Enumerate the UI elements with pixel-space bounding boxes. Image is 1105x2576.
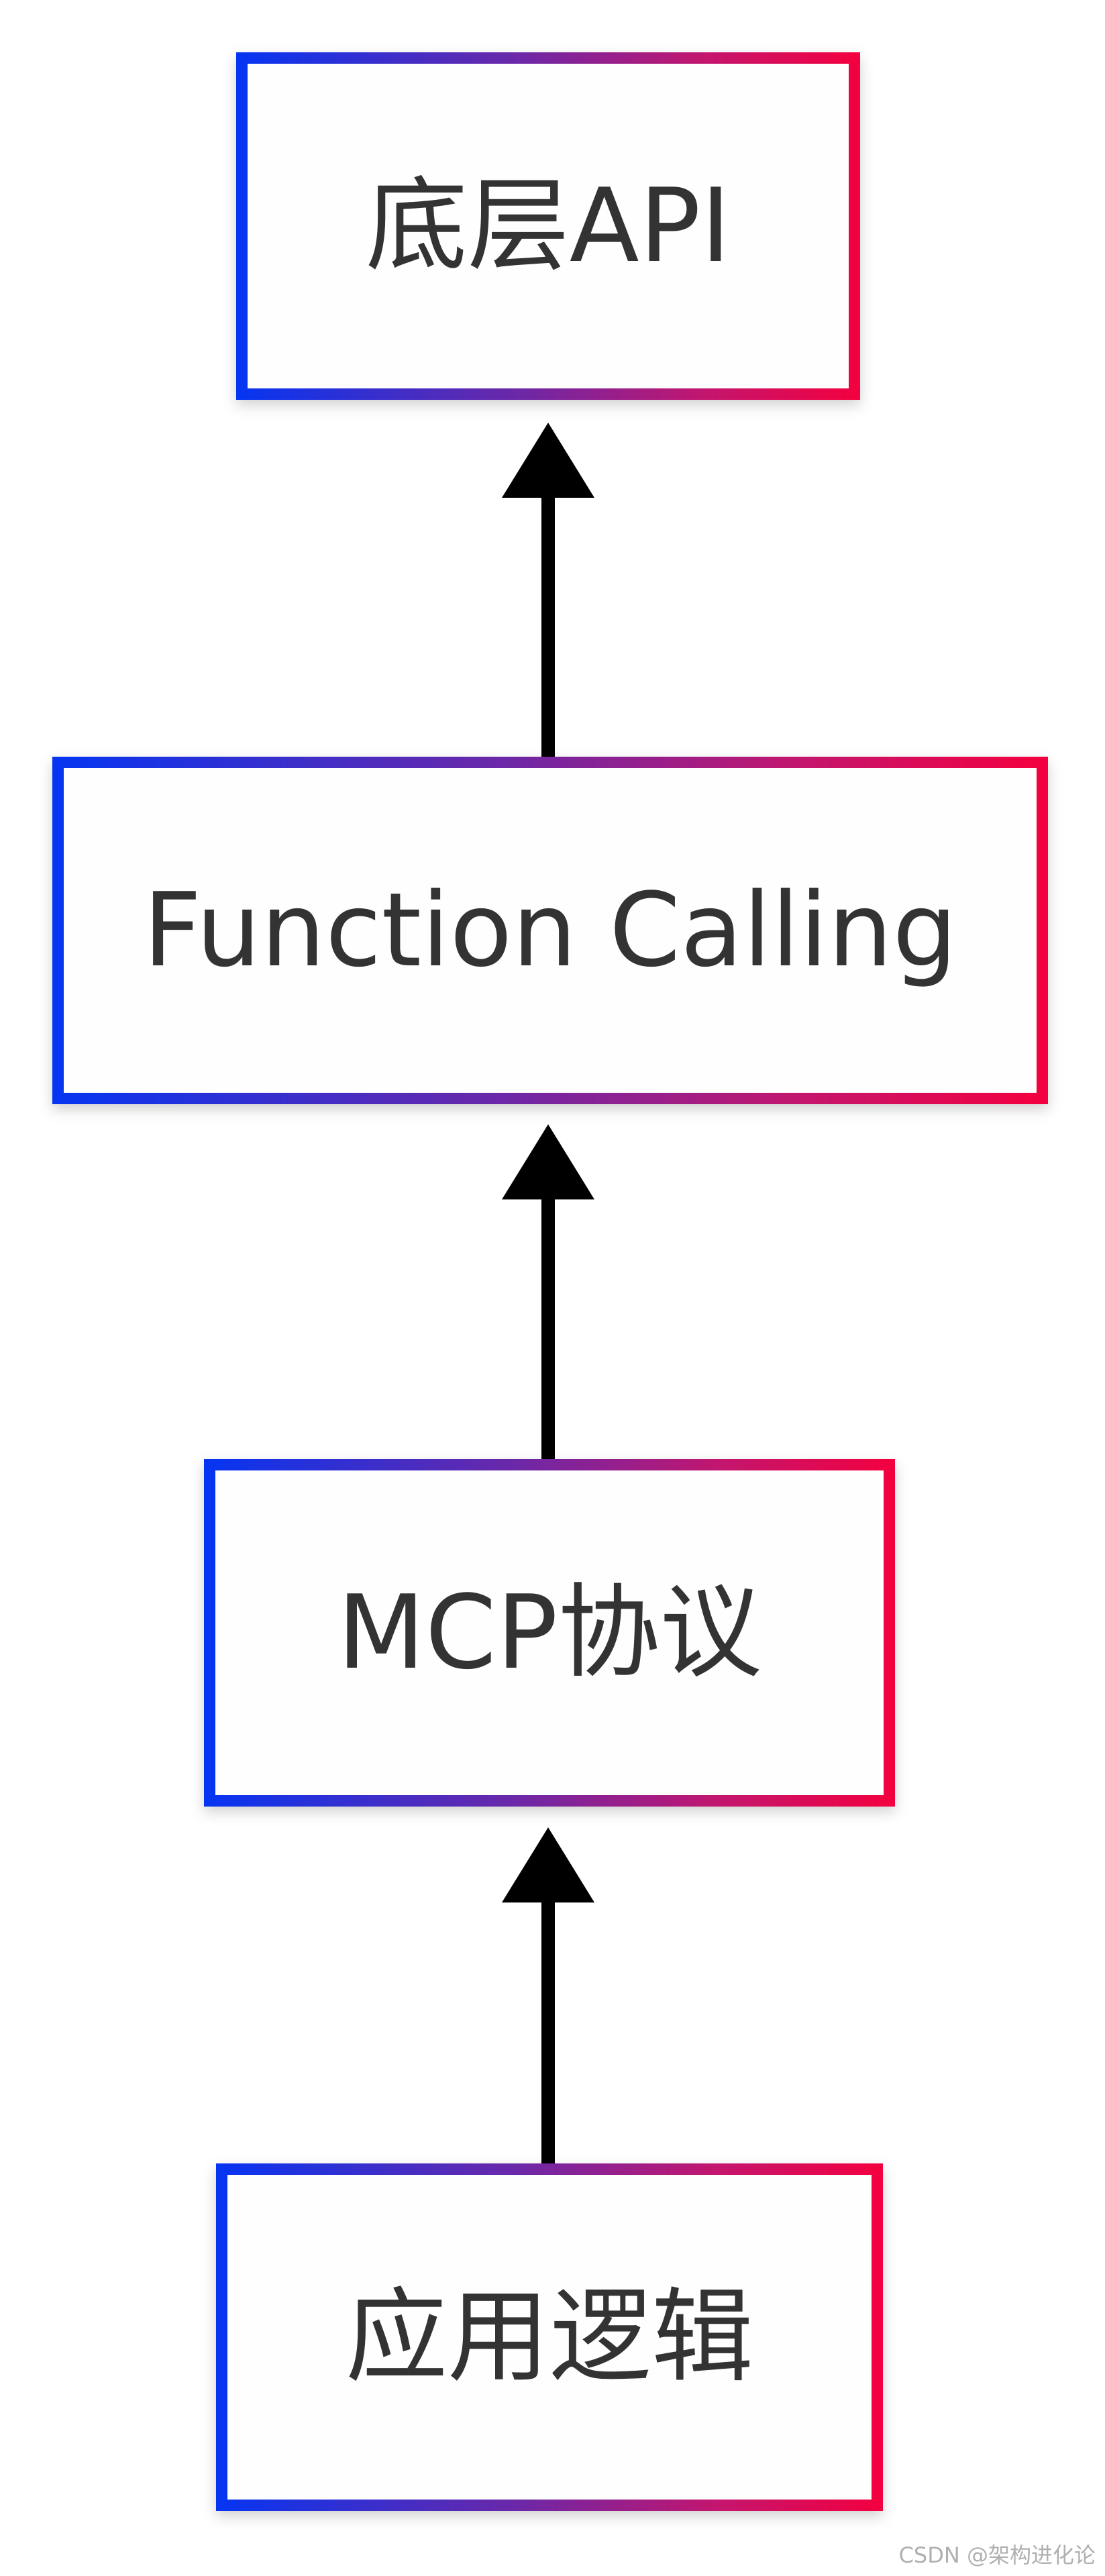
arrow-function-calling-to-api — [502, 423, 594, 757]
node-function-calling-inner: Function Calling — [64, 768, 1037, 1093]
node-underlying-api-inner: 底层API — [248, 64, 849, 388]
node-underlying-api: 底层API — [236, 52, 860, 400]
node-app-logic-label: 应用逻辑 — [346, 2277, 753, 2396]
node-function-calling: Function Calling — [52, 757, 1048, 1104]
node-mcp-protocol: MCP协议 — [204, 1459, 895, 1807]
arrow-mcp-to-function-calling — [502, 1124, 594, 1459]
node-underlying-api-label: 底层API — [365, 166, 731, 285]
node-mcp-protocol-label: MCP协议 — [337, 1573, 762, 1692]
node-function-calling-label: Function Calling — [143, 871, 957, 989]
watermark-text: CSDN @架构进化论 — [898, 2542, 1096, 2568]
node-app-logic-inner: 应用逻辑 — [227, 2175, 872, 2500]
node-app-logic: 应用逻辑 — [216, 2163, 883, 2511]
node-mcp-protocol-inner: MCP协议 — [215, 1470, 884, 1795]
arrow-app-logic-to-mcp — [502, 1827, 594, 2163]
